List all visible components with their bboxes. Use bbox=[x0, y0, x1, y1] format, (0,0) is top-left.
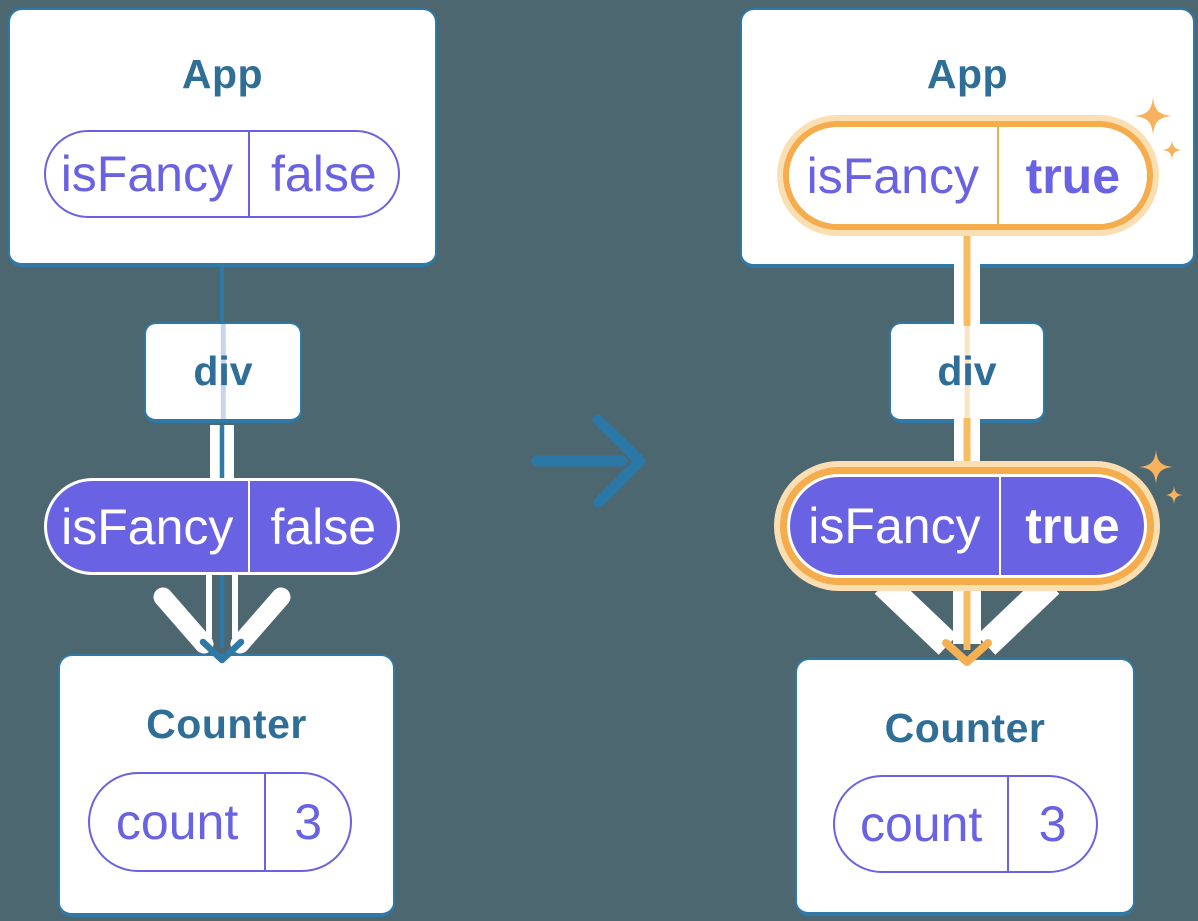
app-prop-pill-before: isFancy false bbox=[44, 130, 400, 218]
app-title: App bbox=[926, 51, 1009, 97]
prop-name: isFancy bbox=[790, 477, 1001, 575]
ghost-line bbox=[220, 324, 226, 419]
state-value: 3 bbox=[294, 794, 322, 850]
div-label: div bbox=[937, 348, 997, 394]
edge-div-to-prop-before bbox=[210, 425, 234, 481]
state-name: count bbox=[90, 774, 267, 870]
edge-div-to-prop-after bbox=[954, 418, 980, 473]
prop-name: isFancy bbox=[789, 127, 999, 224]
prop-value: true bbox=[1025, 498, 1120, 554]
state-value: 3 bbox=[1038, 796, 1067, 852]
app-title: App bbox=[181, 51, 264, 97]
ghost-line bbox=[964, 324, 970, 419]
sparkles-icon-prop bbox=[1139, 450, 1183, 504]
counter-title: Counter bbox=[884, 705, 1046, 751]
arrow-right-icon bbox=[531, 414, 646, 508]
passed-prop-pill-after: isFancy true bbox=[787, 474, 1147, 578]
app-prop-pill-after: isFancy true bbox=[783, 121, 1153, 230]
prop-value: true bbox=[1025, 147, 1121, 204]
div-box-after: div bbox=[889, 322, 1045, 423]
state-pill-before: count 3 bbox=[88, 772, 352, 872]
passed-prop-pill-before: isFancy false bbox=[44, 478, 400, 575]
prop-value: false bbox=[271, 146, 377, 202]
arrow-down-icon-after bbox=[874, 574, 1060, 666]
prop-value: false bbox=[270, 498, 377, 555]
counter-title: Counter bbox=[146, 701, 307, 747]
arrow-down-icon-before bbox=[153, 574, 291, 664]
prop-name: isFancy bbox=[47, 481, 250, 572]
div-label: div bbox=[193, 348, 253, 394]
prop-name: isFancy bbox=[46, 132, 250, 216]
div-box-before: div bbox=[144, 322, 302, 423]
state-pill-after: count 3 bbox=[833, 775, 1098, 873]
state-name: count bbox=[835, 777, 1010, 871]
